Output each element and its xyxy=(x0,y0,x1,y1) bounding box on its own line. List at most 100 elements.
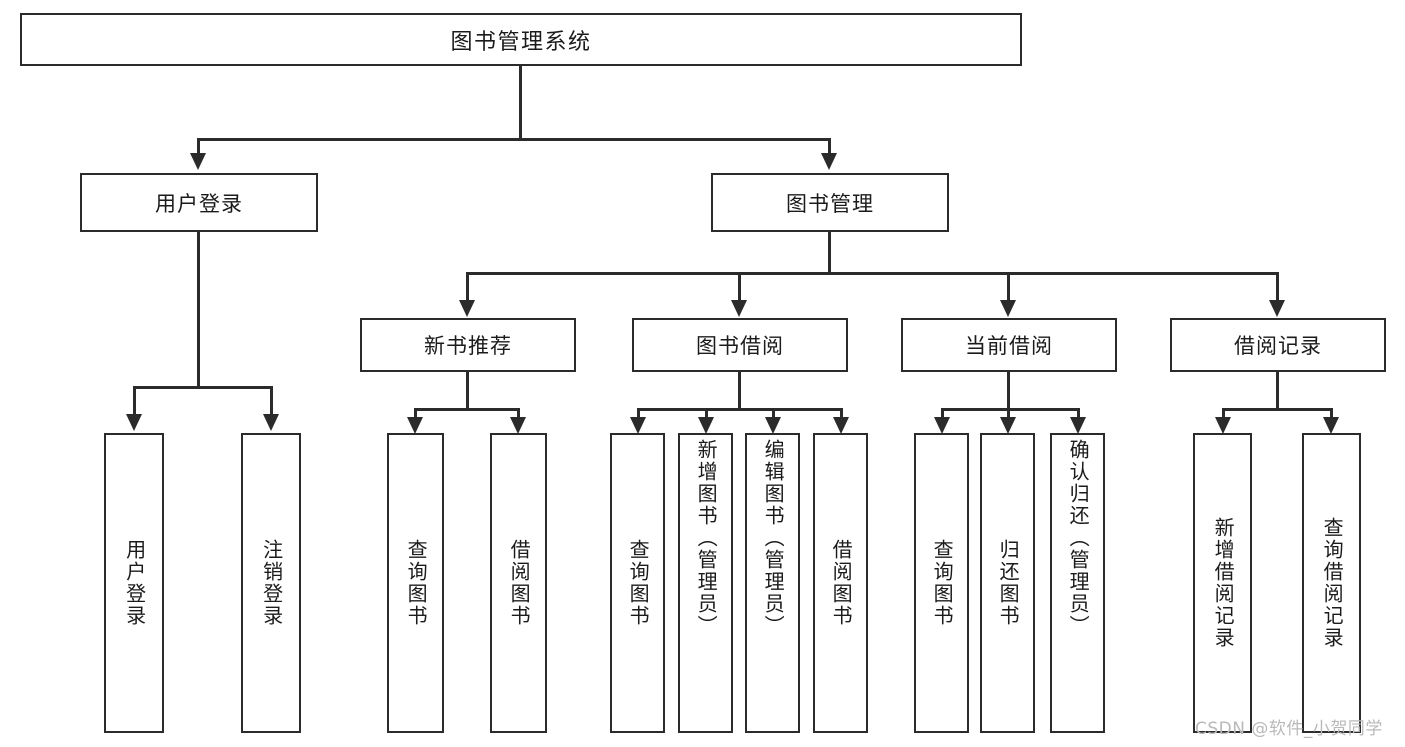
leaf-query-record-textwrap: 查询借阅记录 xyxy=(1304,435,1359,731)
node-leaf-query-book-3[interactable]: 查询图书 xyxy=(914,433,969,733)
edge-cb-drop-2 xyxy=(1007,408,1010,420)
node-borrow-record[interactable]: 借阅记录 xyxy=(1170,318,1386,372)
edge-root-to-book-manage xyxy=(828,138,831,156)
edge-book-borrow-bar xyxy=(637,408,842,411)
node-leaf-user-login[interactable]: 用户登录 xyxy=(104,433,164,733)
edge-root-to-user-login xyxy=(197,138,200,156)
edge-to-borrow-record xyxy=(1276,272,1279,304)
node-leaf-borrow-book-1-label: 借阅图书 xyxy=(507,539,532,627)
node-leaf-edit-book-label: 编辑图书（管理员） xyxy=(761,439,786,637)
edge-book-manage-bar xyxy=(466,272,1278,275)
edge-user-login-stem xyxy=(197,232,200,388)
arrowhead-leaf-borrow-book-2 xyxy=(833,417,849,434)
node-leaf-add-record[interactable]: 新增借阅记录 xyxy=(1193,433,1252,733)
arrowhead-leaf-query-record xyxy=(1323,417,1339,434)
arrowhead-leaf-return-book xyxy=(1000,417,1016,434)
arrowhead-borrow-record xyxy=(1269,300,1285,317)
edge-to-book-borrow xyxy=(738,272,741,304)
edge-book-manage-stem xyxy=(828,232,831,274)
node-book-borrow[interactable]: 图书借阅 xyxy=(632,318,848,372)
edge-bb-drop-2 xyxy=(705,408,708,420)
edge-new-book-recommend-bar xyxy=(414,408,519,411)
node-leaf-borrow-book-1[interactable]: 借阅图书 xyxy=(490,433,547,733)
edge-book-borrow-stem xyxy=(738,372,741,410)
arrowhead-leaf-add-book xyxy=(698,417,714,434)
node-leaf-query-book-3-label: 查询图书 xyxy=(930,539,955,627)
leaf-add-book-textwrap: 新增图书（管理员） xyxy=(680,435,731,735)
edge-bb-drop-4 xyxy=(840,408,843,420)
arrowhead-current-borrow xyxy=(1000,300,1016,317)
node-leaf-query-record[interactable]: 查询借阅记录 xyxy=(1302,433,1361,733)
node-book-manage-label: 图书管理 xyxy=(786,191,874,216)
node-leaf-borrow-book-2[interactable]: 借阅图书 xyxy=(813,433,868,733)
node-borrow-record-label: 借阅记录 xyxy=(1234,334,1322,358)
node-leaf-return-book[interactable]: 归还图书 xyxy=(980,433,1035,733)
arrowhead-new-book-recommend xyxy=(459,300,475,317)
arrowhead-user-login xyxy=(190,153,206,170)
arrowhead-book-manage xyxy=(821,153,837,170)
edge-user-login-drop-1 xyxy=(133,386,136,418)
node-leaf-edit-book[interactable]: 编辑图书（管理员） xyxy=(745,433,800,733)
leaf-return-book-textwrap: 归还图书 xyxy=(982,435,1033,731)
leaf-logout-textwrap: 注销登录 xyxy=(243,435,299,731)
arrowhead-book-borrow xyxy=(731,300,747,317)
arrowhead-leaf-logout xyxy=(263,414,279,431)
node-leaf-add-record-label: 新增借阅记录 xyxy=(1211,517,1236,649)
arrowhead-leaf-confirm-return xyxy=(1070,417,1086,434)
edge-current-borrow-bar xyxy=(941,408,1079,411)
node-book-borrow-label: 图书借阅 xyxy=(696,334,784,358)
edge-root-bar xyxy=(197,138,831,141)
arrowhead-leaf-user-login xyxy=(126,414,142,431)
arrowhead-leaf-edit-book xyxy=(765,417,781,434)
node-leaf-query-book-2[interactable]: 查询图书 xyxy=(610,433,665,733)
edge-br-drop-1 xyxy=(1222,408,1225,420)
arrowhead-leaf-query-book-1 xyxy=(407,417,423,434)
node-leaf-confirm-return[interactable]: 确认归还（管理员） xyxy=(1050,433,1105,733)
arrowhead-leaf-add-record xyxy=(1215,417,1231,434)
leaf-confirm-return-textwrap: 确认归还（管理员） xyxy=(1052,435,1103,735)
node-leaf-user-login-label: 用户登录 xyxy=(122,539,147,627)
node-current-borrow-label: 当前借阅 xyxy=(965,334,1053,358)
edge-root-stem xyxy=(519,66,522,139)
arrowhead-leaf-query-book-2 xyxy=(630,417,646,434)
edge-current-borrow-stem xyxy=(1007,372,1010,410)
edge-nbr-drop-2 xyxy=(517,408,520,420)
node-leaf-logout-label: 注销登录 xyxy=(259,539,284,627)
edge-to-current-borrow xyxy=(1007,272,1010,304)
node-leaf-add-book-label: 新增图书（管理员） xyxy=(694,439,719,637)
edge-to-new-book-recommend xyxy=(466,272,469,304)
node-new-book-recommend[interactable]: 新书推荐 xyxy=(360,318,576,372)
arrowhead-leaf-borrow-book-1 xyxy=(510,417,526,434)
node-leaf-add-book[interactable]: 新增图书（管理员） xyxy=(678,433,733,733)
edge-user-login-drop-2 xyxy=(270,386,273,418)
node-current-borrow[interactable]: 当前借阅 xyxy=(901,318,1117,372)
node-book-manage[interactable]: 图书管理 xyxy=(711,173,949,232)
edge-bb-drop-1 xyxy=(637,408,640,420)
csdn-watermark: CSDN @软件_小贺同学 xyxy=(1195,719,1383,739)
arrowhead-leaf-query-book-3 xyxy=(934,417,950,434)
node-leaf-query-book-1[interactable]: 查询图书 xyxy=(387,433,444,733)
node-leaf-borrow-book-2-label: 借阅图书 xyxy=(829,539,854,627)
edge-cb-drop-1 xyxy=(941,408,944,420)
edge-borrow-record-bar xyxy=(1222,408,1332,411)
leaf-query-book-2-textwrap: 查询图书 xyxy=(612,435,663,731)
leaf-borrow-book-2-textwrap: 借阅图书 xyxy=(815,435,866,731)
node-leaf-confirm-return-label: 确认归还（管理员） xyxy=(1066,439,1091,637)
node-user-login[interactable]: 用户登录 xyxy=(80,173,318,232)
node-leaf-return-book-label: 归还图书 xyxy=(996,539,1021,627)
leaf-query-book-1-textwrap: 查询图书 xyxy=(389,435,442,731)
node-user-login-label: 用户登录 xyxy=(155,191,243,216)
node-leaf-logout[interactable]: 注销登录 xyxy=(241,433,301,733)
node-leaf-query-book-1-label: 查询图书 xyxy=(404,539,429,627)
node-root-label: 图书管理系统 xyxy=(450,29,592,55)
leaf-edit-book-textwrap: 编辑图书（管理员） xyxy=(747,435,798,735)
leaf-add-record-textwrap: 新增借阅记录 xyxy=(1195,435,1250,731)
edge-borrow-record-stem xyxy=(1276,372,1279,410)
edge-bb-drop-3 xyxy=(772,408,775,420)
node-new-book-recommend-label: 新书推荐 xyxy=(424,334,512,358)
edge-cb-drop-3 xyxy=(1077,408,1080,420)
node-root[interactable]: 图书管理系统 xyxy=(20,13,1022,66)
leaf-query-book-3-textwrap: 查询图书 xyxy=(916,435,967,731)
edge-user-login-bar xyxy=(133,386,272,389)
